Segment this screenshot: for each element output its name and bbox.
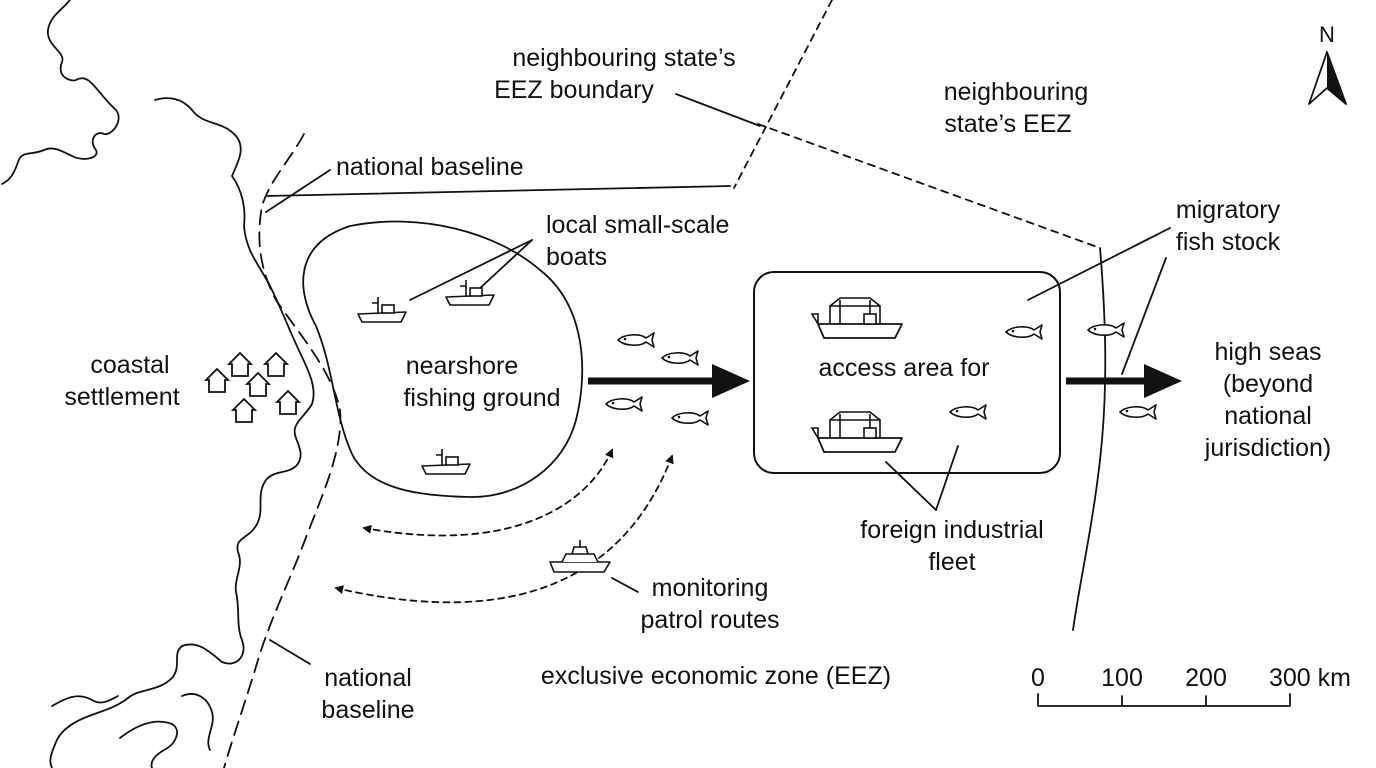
neighbour-boundary-label-2: EEZ boundary (494, 76, 654, 104)
north-label: N (1319, 22, 1335, 47)
fish-icon (949, 404, 987, 420)
coastline (1, 0, 315, 768)
local-boats-label-1: local small-scale (546, 211, 729, 239)
neighbour-boundary-label-1: neighbouring state’s (512, 44, 735, 72)
small-boat-icon (421, 448, 471, 475)
north-arrow: N (1308, 22, 1347, 105)
nearshore-label-2: fishing ground (403, 384, 560, 412)
nearshore-label-1: nearshore (406, 352, 519, 380)
scale-bar: 0 100 200 300 km (1031, 664, 1351, 707)
coastal-settlement-houses (205, 352, 300, 423)
neighbour-eez-label-2: state’s EEZ (944, 110, 1071, 138)
high-seas-label-1: high seas (1214, 338, 1321, 366)
migratory-label-1: migratory (1176, 196, 1281, 224)
industrial-ship-icon (811, 411, 903, 453)
fish-icon (671, 410, 709, 426)
neighbour-eez-label-1: neighbouring (944, 78, 1089, 106)
national-baseline (223, 133, 342, 768)
scale-tick-0: 0 (1031, 664, 1045, 692)
patrol-routes (334, 448, 674, 604)
fish-icon (605, 396, 643, 412)
eez-label: exclusive economic zone (EEZ) (541, 662, 891, 690)
house-icon (276, 390, 300, 415)
fish-icon (1087, 322, 1125, 338)
scale-tick-100: 100 (1101, 664, 1143, 692)
high-seas-label-4: jurisdiction) (1204, 434, 1331, 462)
baseline-label-bottom-1: national (324, 664, 412, 692)
scale-tick-200: 200 (1185, 664, 1227, 692)
baseline-label-bottom-2: baseline (321, 696, 414, 724)
fish-icon (1119, 404, 1157, 420)
fish-icon (661, 350, 699, 366)
house-icon (246, 372, 270, 397)
foreign-fleet-label-1: foreign industrial (860, 516, 1043, 544)
settlement-label-1: coastal (90, 351, 169, 379)
house-icon (228, 352, 252, 377)
house-icon (232, 398, 256, 423)
local-boats-label-2: boats (546, 243, 607, 271)
high-seas-label-3: national (1224, 402, 1312, 430)
monitoring-label-2: patrol routes (641, 606, 780, 634)
small-boat-icon (445, 279, 495, 306)
settlement-label-2: settlement (64, 383, 179, 411)
flow-arrow-icon (588, 364, 750, 398)
foreign-fleet-label-2: fleet (928, 548, 975, 576)
eez-outer-limit (1072, 247, 1107, 631)
industrial-ship-icon (811, 297, 903, 339)
monitoring-label-1: monitoring (652, 574, 769, 602)
neighbour-eez-boundary (733, 0, 833, 189)
house-icon (205, 368, 229, 393)
neighbour-eez-boundary-diag (757, 123, 1101, 249)
leader-lines (265, 93, 1171, 665)
baseline-label-top: national baseline (336, 153, 524, 181)
access-area-label: access area for (819, 354, 990, 382)
house-icon (264, 352, 288, 377)
fish-icon (1005, 324, 1043, 340)
high-seas-label-2: (beyond (1223, 370, 1313, 398)
migratory-label-2: fish stock (1176, 228, 1281, 256)
flow-arrow-icon (1066, 364, 1182, 398)
access-area-box (753, 271, 1061, 474)
fish-icon (617, 332, 655, 348)
scale-tick-300: 300 km (1269, 664, 1351, 692)
small-boat-icon (357, 296, 407, 323)
